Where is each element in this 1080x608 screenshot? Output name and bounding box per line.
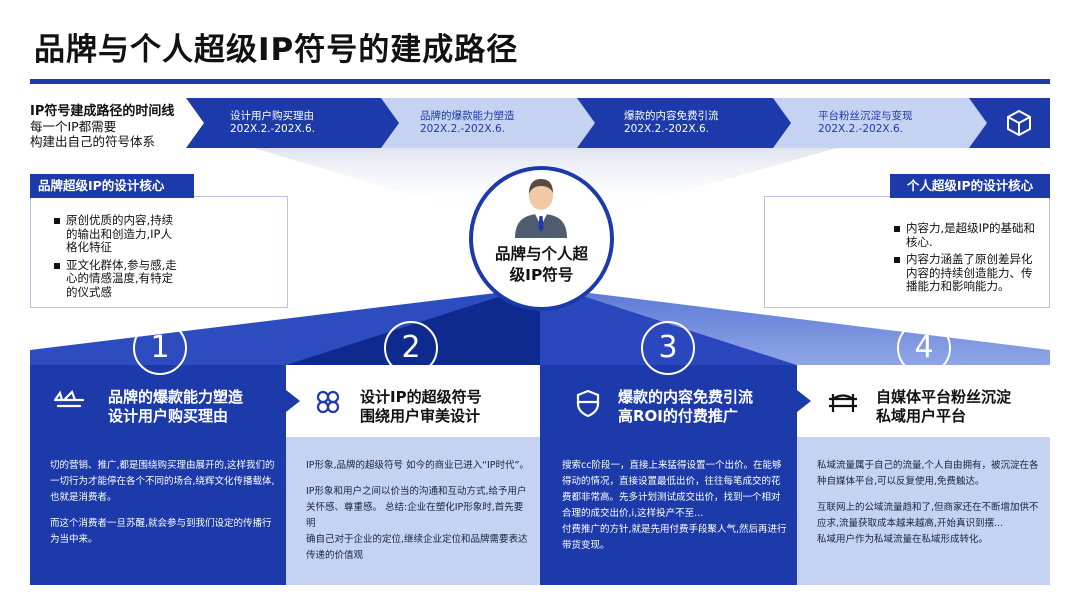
step-1-title: 品牌的爆款能力塑造 设计用户购买理由 (108, 388, 243, 426)
body-line: 得动的情况，直接设置最低出价，往往每笔成交的花 (562, 476, 781, 487)
step-1-body: 切的营销、推广,都是围绕购买理由展开的,这样我们的 一切行为才能停在各个不同的场… (50, 458, 275, 548)
timeline-chevron-3 (577, 98, 792, 148)
body-line: 合理的成交出价,i,这样投产不至... (562, 508, 704, 519)
step-title-line1: 自媒体平台粉丝沉淀 (876, 388, 1012, 406)
timeline-subtitle-1: 每一个IP都需要 (30, 119, 117, 134)
step-number-1: 1 (133, 321, 187, 375)
center-label: 品牌与个人超 级IP符号 (478, 244, 605, 286)
body-line: 私域流量属于自己的流量,个人自由拥有，被沉淀在各 (817, 460, 1039, 471)
step-number-2: 2 (384, 321, 438, 375)
businessman-avatar-icon (515, 179, 567, 238)
center-label-line2: 级IP符号 (509, 266, 574, 284)
step-title-line2: 设计用户购买理由 (108, 407, 229, 425)
personal-core-bullet: 内容力涵盖了原创差异化内容的持续创造能力、传播能力和影响能力。 (892, 252, 1040, 294)
body-line: 种自媒体平台,可以反复使用,免费触达。 (817, 476, 985, 487)
body-line: 而这个消费者一旦苏醒,就会参与到我们设定的传播行 (50, 518, 272, 529)
step-2-title: 设计IP的超级符号 围绕用户审美设计 (360, 388, 482, 426)
body-line: 一切行为才能停在各个不同的场合,绕辉文化传播载体, (50, 476, 275, 487)
brand-core-box (30, 196, 288, 308)
timeline-stage-1: 设计用户购买理由 202X.2.-202X.6. (230, 110, 315, 136)
brand-core-bullet: 原创优质的内容,持续的输出和创造力,IP人格化特征 (52, 213, 178, 255)
knot-icon (316, 390, 340, 414)
page-title: 品牌与个人超级IP符号的建成路径 (34, 32, 519, 68)
timeline-stage-date: 202X.2.-202X.6. (818, 123, 903, 135)
shield-icon (576, 389, 600, 418)
body-line: 也就是消费者。 (50, 492, 117, 503)
body-line: IP形象,品牌的超级符号 如今的商业已进入“IP时代”。 (306, 460, 529, 471)
timeline-heading-block: IP符号建成路径的时间线 每一个IP都需要 构建出自己的符号体系 (30, 104, 200, 149)
timeline-heading: IP符号建成路径的时间线 (30, 104, 175, 119)
timeline-stage-label: 爆款的内容免费引流 (624, 110, 719, 122)
timeline-stage-date: 202X.2.-202X.6. (420, 123, 505, 135)
body-line: 付费推广的方针,就是先用付费手段聚人气,然后再进行 (562, 524, 787, 535)
step-number-4: 4 (897, 321, 951, 375)
timeline-stage-4: 平台粉丝沉淀与变现 202X.2.-202X.6. (818, 110, 913, 136)
body-spacer (306, 474, 531, 484)
timeline-chevron-5 (969, 98, 1050, 148)
brand-core-bullet: 亚文化群体,参与感,走心的情感温度,有特定的仪式感 (52, 258, 178, 300)
step-title-line1: 设计IP的超级符号 (360, 388, 482, 406)
personal-core-bullets: 内容力,是超级IP的基础和核心. 内容力涵盖了原创差异化内容的持续创造能力、传播… (892, 221, 1040, 294)
body-line: 为当中来。 (50, 534, 98, 545)
body-line: 带货变现。 (562, 540, 610, 551)
personal-core-title: 个人超级IP的设计核心 (890, 174, 1050, 198)
body-line: 费都非常高。先多计划测试成交出价，找到一个相对 (562, 492, 781, 503)
title-divider (30, 79, 1050, 84)
timeline-chevron-2 (381, 98, 596, 148)
timeline-chevron-1 (186, 98, 400, 148)
step-title-line2: 围绕用户审美设计 (360, 407, 481, 425)
personal-core-box (764, 196, 1050, 308)
body-line: 搜索cc阶段一，直接上来猛得设置一个出价。在能够 (562, 460, 782, 471)
body-line: IP形象和用户之间以价当的沟通和互动方式,给予用户 (306, 486, 527, 497)
step-4-body: 私域流量属于自己的流量,个人自由拥有，被沉淀在各 种自媒体平台,可以反复使用,免… (817, 458, 1042, 548)
body-line: 私域用户作为私域流量在私域形成转化。 (817, 534, 989, 545)
timeline-stage-3: 爆款的内容免费引流 202X.2.-202X.6. (624, 110, 719, 136)
body-spacer (817, 490, 1042, 500)
step-title-line2: 高ROI的付费推广 (618, 407, 738, 425)
center-label-line1: 品牌与个人超 (494, 245, 588, 263)
timeline-stage-date: 202X.2.-202X.6. (624, 123, 709, 135)
body-line: 应求,流量获取成本越来越高,开始真识到摆... (817, 518, 1004, 529)
step-title-line1: 品牌的爆款能力塑造 (108, 388, 244, 406)
timeline-stage-label: 平台粉丝沉淀与变现 (818, 110, 913, 122)
body-line: 切的营销、推广,都是围绕购买理由展开的,这样我们的 (50, 460, 275, 471)
step-2-body: IP形象,品牌的超级符号 如今的商业已进入“IP时代”。 IP形象和用户之间以价… (306, 458, 531, 564)
brand-core-title: 品牌超级IP的设计核心 (30, 174, 194, 198)
step-title-line2: 私域用户平台 (876, 407, 967, 425)
bridge-icon (829, 394, 857, 412)
timeline-stage-2: 品牌的爆款能力塑造 202X.2.-202X.6. (420, 110, 515, 136)
step-number-3: 3 (641, 321, 695, 375)
body-spacer (50, 506, 275, 516)
body-line: 关怀感、尊重感。 总结:企业在塑化IP形象时,首先要明 (306, 502, 524, 529)
timeline-stage-date: 202X.2.-202X.6. (230, 123, 315, 135)
personal-core-bullet: 内容力,是超级IP的基础和核心. (892, 221, 1040, 249)
step-3-title: 爆款的内容免费引流 高ROI的付费推广 (618, 388, 753, 426)
timeline-subtitle-2: 构建出自己的符号体系 (30, 134, 156, 149)
step-4-title: 自媒体平台粉丝沉淀 私域用户平台 (876, 388, 1011, 426)
body-line: 确自己对于企业的定位,继续企业定位和品牌需要表达 (306, 534, 528, 545)
timeline-stage-label: 品牌的爆款能力塑造 (420, 110, 515, 122)
brand-core-bullets: 原创优质的内容,持续的输出和创造力,IP人格化特征 亚文化群体,参与感,走心的情… (52, 213, 178, 300)
body-line: 传递的价值观 (306, 550, 364, 561)
cube-icon (1007, 109, 1031, 137)
timeline-stage-label: 设计用户购买理由 (230, 110, 314, 122)
body-line: 互联网上的公域流量趋和了,但商家还在不断增加供不 (817, 502, 1039, 513)
timeline-chevron-4 (773, 98, 988, 148)
step-3-body: 搜索cc阶段一，直接上来猛得设置一个出价。在能够 得动的情况，直接设置最低出价，… (562, 458, 787, 554)
airplane-icon (53, 390, 85, 408)
step-title-line1: 爆款的内容免费引流 (618, 388, 754, 406)
